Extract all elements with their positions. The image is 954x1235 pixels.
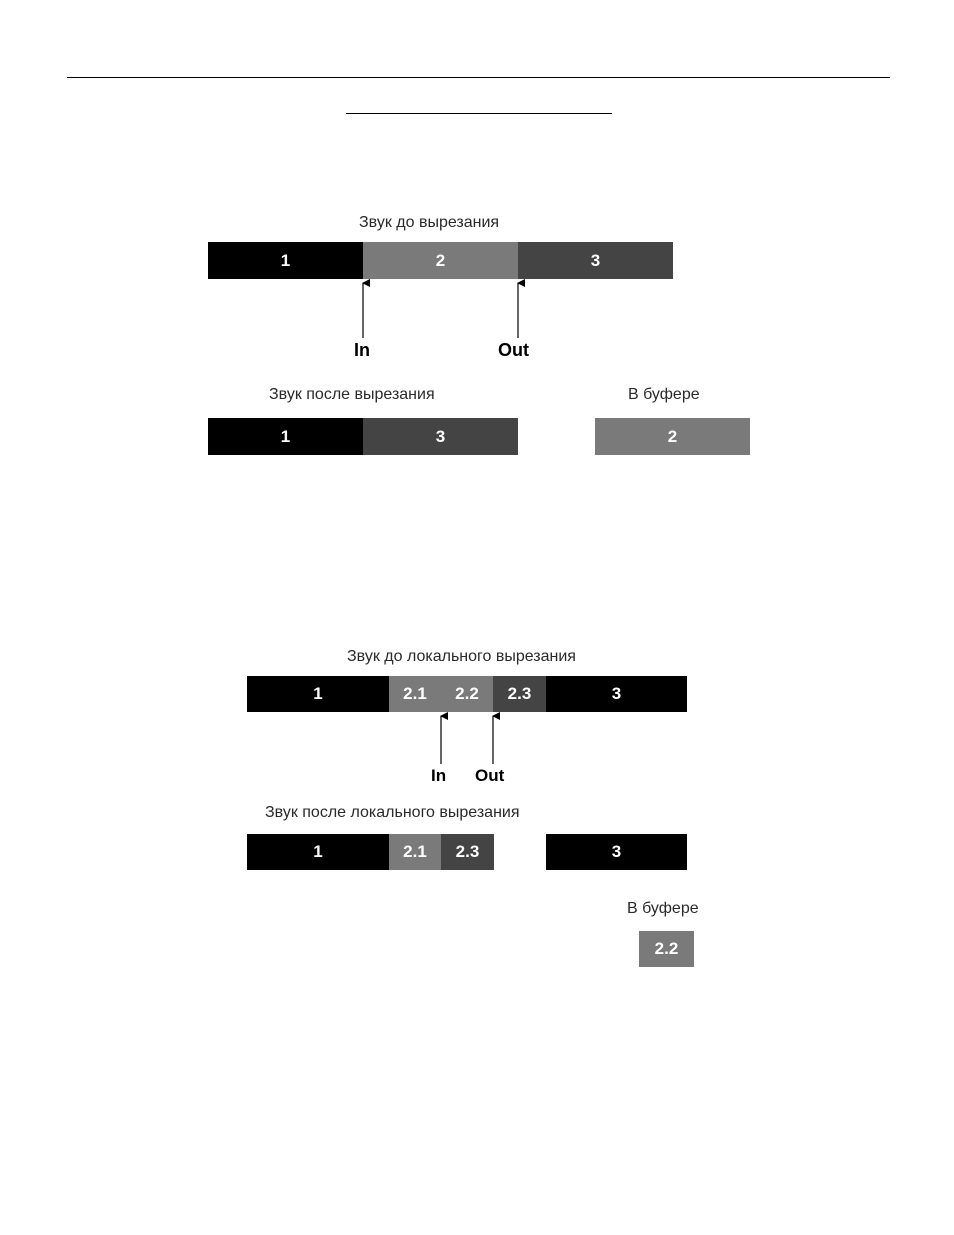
diagram1-label-before: Звук до вырезания <box>359 214 500 231</box>
diagram2-label-after: Звук после локального вырезания <box>265 804 520 821</box>
diagram2-before-segment-3: 3 <box>546 676 687 712</box>
diagram2-after-segment-1: 1 <box>247 834 389 870</box>
diagram1-marker-out: Out <box>498 340 529 360</box>
diagram2-before-segment-2-1: 2.1 <box>389 676 441 712</box>
diagram1-buffer-segment-2: 2 <box>595 418 750 455</box>
diagram2-after-segment-2-1: 2.1 <box>389 834 441 870</box>
diagram2-before-segment-2-2: 2.2 <box>441 676 493 712</box>
diagram2-label-before: Звук до локального вырезания <box>347 648 576 665</box>
diagram2-marker-in: In <box>431 766 447 785</box>
diagram1-before-segment-2: 2 <box>363 242 518 279</box>
header-rule <box>67 77 890 78</box>
title-underline <box>346 113 612 114</box>
diagram1-label-after: Звук после вырезания <box>269 386 435 403</box>
diagram2-after-segment-3: 3 <box>546 834 687 870</box>
diagram1-marker-in: In <box>354 340 370 360</box>
diagram1-after-segment-3: 3 <box>363 418 518 455</box>
diagram1-before-segment-3: 3 <box>518 242 673 279</box>
diagram2-buffer-segment-2-2: 2.2 <box>639 931 694 967</box>
diagram2-before-segment-2-3: 2.3 <box>493 676 546 712</box>
diagram1-after-segment-1: 1 <box>208 418 363 455</box>
diagram2-after-segment-2-3: 2.3 <box>441 834 494 870</box>
diagram1-before-segment-1: 1 <box>208 242 363 279</box>
diagram1-label-buffer: В буфере <box>628 386 700 403</box>
diagram2-marker-out: Out <box>475 766 505 785</box>
diagram2-before-segment-1: 1 <box>247 676 389 712</box>
diagram2-label-buffer: В буфере <box>627 900 699 917</box>
